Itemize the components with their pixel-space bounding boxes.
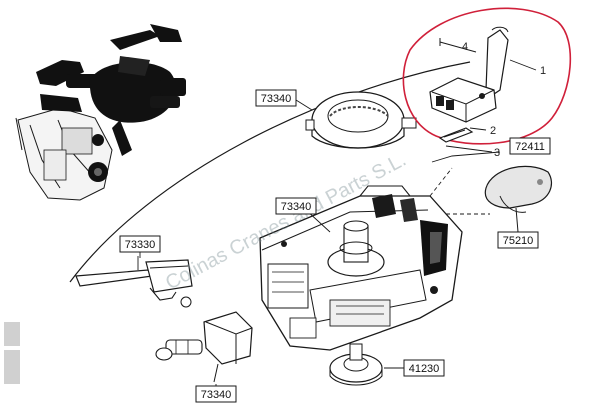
callout-number: 2	[490, 125, 496, 137]
wiper-stalk	[75, 256, 193, 308]
part-label-41230: 41230	[403, 359, 445, 377]
part-label-73340-bottom: 73340	[195, 385, 237, 403]
part-number: 73340	[201, 389, 232, 401]
clock-spring-ring	[305, 91, 417, 149]
callout-number: 3	[494, 147, 500, 159]
part-label-75210: 75210	[497, 231, 539, 249]
part-number: 73330	[125, 239, 156, 251]
callout-number: 1	[540, 65, 546, 77]
part-number: 41230	[409, 363, 440, 375]
part-number: 73340	[261, 93, 292, 105]
control-module	[429, 26, 537, 163]
part-label-72411: 72411	[509, 137, 551, 155]
callout-number: 4	[462, 41, 468, 53]
rotary-knob	[484, 165, 553, 233]
highlight-circle	[402, 7, 572, 145]
part-number: 72411	[515, 141, 545, 153]
part-label-73340-mid: 73340	[275, 197, 317, 215]
steering-column-assembly	[15, 24, 186, 201]
lock-nut	[329, 343, 404, 386]
part-label-73330: 73330	[119, 235, 161, 253]
central-column-module	[259, 167, 490, 351]
ignition-switch	[155, 311, 253, 383]
part-label-73340-top: 73340	[255, 89, 297, 107]
part-number: 75210	[503, 235, 534, 247]
part-number: 73340	[281, 201, 312, 213]
divider-arc	[69, 61, 471, 283]
side-logo	[4, 322, 20, 384]
